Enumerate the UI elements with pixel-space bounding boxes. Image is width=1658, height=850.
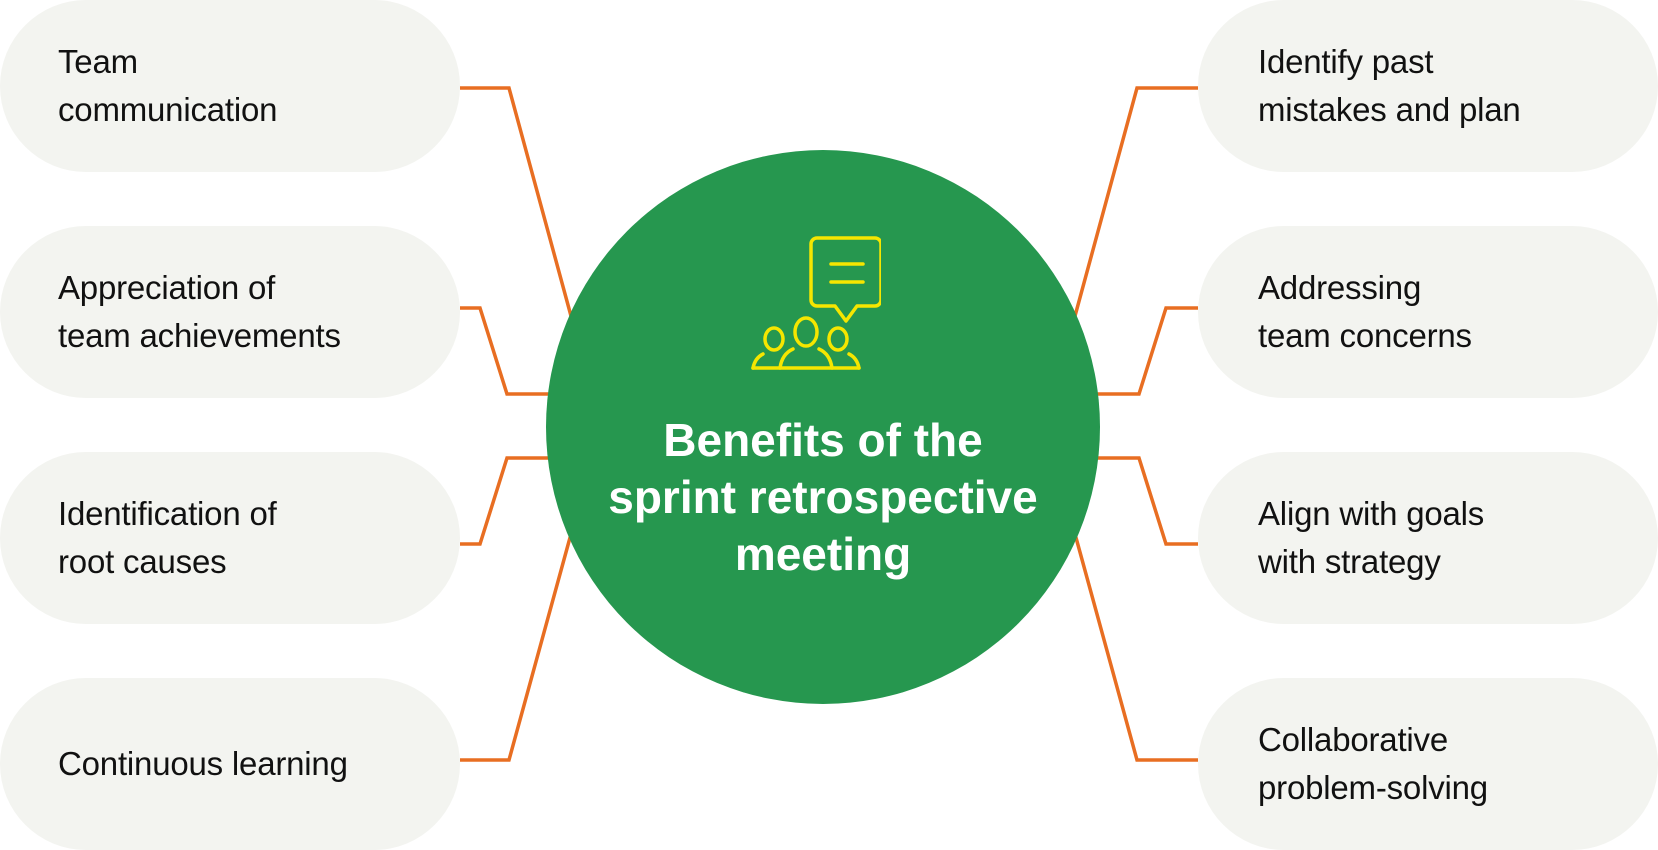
benefit-appreciation-of-achievements: Appreciation of team achievements (0, 226, 460, 398)
connector-right-1 (1073, 86, 1198, 317)
connector-right-4 (1073, 533, 1198, 762)
benefit-label: Identify past mistakes and plan (1258, 43, 1521, 128)
benefit-label: Team communication (58, 43, 278, 128)
benefit-identification-of-root-causes: Identification of root causes (0, 452, 460, 624)
benefit-label: Continuous learning (58, 745, 348, 782)
benefit-label: Addressing team concerns (1258, 269, 1472, 354)
connector-right-3 (1096, 456, 1198, 546)
team-chat-icon (751, 236, 881, 370)
benefit-identify-past-mistakes: Identify past mistakes and plan (1198, 0, 1658, 172)
benefit-addressing-team-concerns: Addressing team concerns (1198, 226, 1658, 398)
benefit-label: Appreciation of team achievements (58, 269, 341, 354)
benefit-team-communication: Team communication (0, 0, 460, 172)
connector-left-3 (460, 456, 550, 546)
benefit-continuous-learning: Continuous learning (0, 678, 460, 850)
benefit-label: Identification of root causes (58, 495, 277, 580)
benefit-label: Align with goals with strategy (1258, 495, 1485, 580)
benefit-label: Collaborative problem-solving (1258, 721, 1488, 806)
connector-left-4 (460, 533, 573, 762)
benefit-collaborative-problem-solving: Collaborative problem-solving (1198, 678, 1658, 850)
hub-title: Benefits of the sprint retrospective mee… (608, 414, 1038, 580)
central-hub-circle: Benefits of the sprint retrospective mee… (546, 150, 1100, 704)
connector-right-2 (1096, 306, 1198, 396)
connector-left-1 (460, 86, 573, 317)
connector-left-2 (460, 306, 550, 396)
benefit-align-with-goals: Align with goals with strategy (1198, 452, 1658, 624)
